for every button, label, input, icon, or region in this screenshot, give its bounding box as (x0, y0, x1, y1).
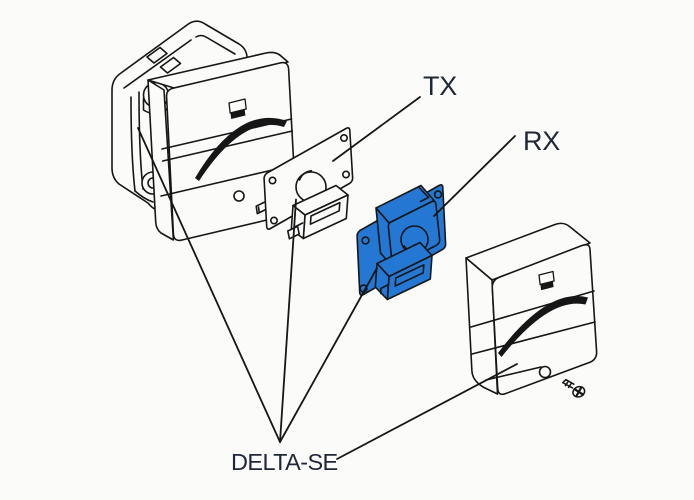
label-rx: RX (523, 126, 560, 156)
screw-drawing (562, 378, 586, 398)
front-cover-right-drawing (465, 222, 598, 396)
leader-delta-se-rx-board (279, 267, 378, 443)
leader-rx (433, 135, 516, 217)
knockout-mark (159, 56, 182, 74)
leader-tx (332, 96, 421, 162)
cover-screw-hole (233, 190, 245, 202)
cover-screw-hole (538, 365, 552, 379)
mounting-hole (269, 216, 278, 225)
mounting-hole (361, 236, 370, 245)
swoosh-graphic (195, 117, 287, 181)
label-delta-se: DELTA-SE (231, 449, 338, 475)
terminal-slot (394, 264, 425, 287)
leader-delta-se-cover-right (336, 363, 518, 460)
rx-board-drawing (356, 184, 447, 301)
front-cover-left-drawing (147, 51, 297, 242)
label-tx: TX (423, 71, 457, 101)
brand-logo-icon (538, 270, 555, 291)
leader-delta-se-backbox (137, 127, 281, 443)
brand-logo-icon (228, 98, 247, 119)
leader-delta-se-cover-left (279, 198, 297, 443)
leader-lines (137, 96, 518, 460)
mounting-hole (433, 190, 443, 199)
swoosh-graphic (498, 296, 588, 357)
mounting-hole (339, 134, 348, 143)
knockout-mark (146, 46, 168, 64)
illustration-root: TX RX DELTA-SE (111, 20, 598, 475)
terminal-slot (309, 201, 341, 225)
mounting-hole (341, 170, 350, 179)
mounting-hole (268, 176, 277, 185)
tx-board-drawing (255, 127, 354, 240)
